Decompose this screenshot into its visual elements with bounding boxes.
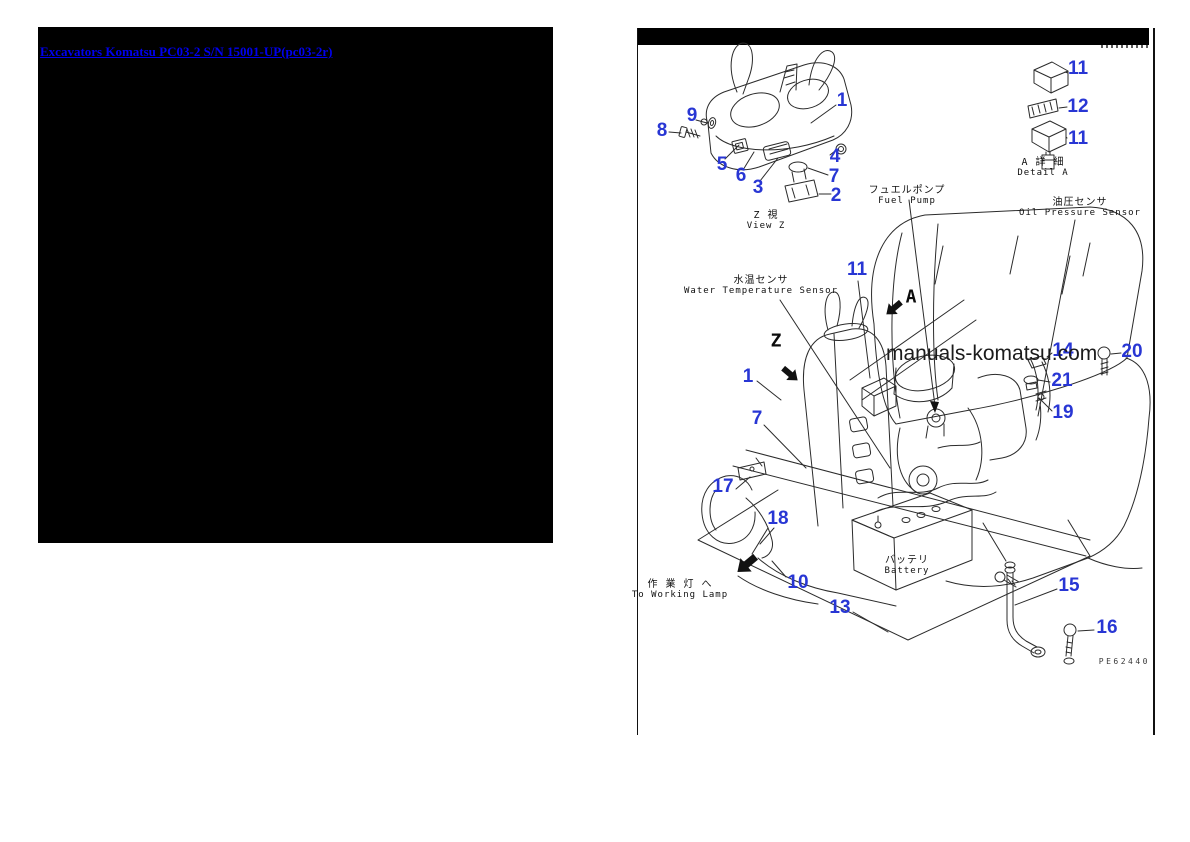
part-callout-7: 7 (828, 166, 840, 187)
part-callout-19: 19 (1052, 402, 1074, 423)
part-callout-4: 4 (829, 146, 841, 167)
part-callout-12: 12 (1067, 96, 1089, 117)
parts-drawing (668, 42, 1151, 665)
view-z-arrow (781, 365, 798, 381)
console-assembly (668, 42, 853, 203)
part-callout-8: 8 (656, 120, 668, 141)
part-callout-6: 6 (735, 165, 747, 186)
part-callout-17: 17 (712, 476, 734, 497)
view-marker-a: A (905, 286, 917, 308)
scan-artifact-ticks (1101, 45, 1151, 48)
part-callout-9: 9 (686, 105, 698, 126)
part-callout-1: 1 (836, 90, 848, 111)
part-callout-3: 3 (752, 177, 764, 198)
part-callout-1: 1 (742, 366, 754, 387)
part-callout-11: 11 (1067, 58, 1089, 79)
machine-assembly (697, 206, 1151, 665)
model-link[interactable]: Excavators Komatsu PC03-2 S/N 15001-UP(p… (40, 44, 333, 59)
part-callout-14: 14 (1052, 340, 1074, 361)
part-callout-15: 15 (1058, 575, 1080, 596)
left-image-placeholder (38, 27, 553, 543)
part-callout-21: 21 (1051, 370, 1073, 391)
part-callout-16: 16 (1096, 617, 1118, 638)
watermark: manuals-komatsu.com (886, 342, 1098, 365)
part-callout-11: 11 (846, 259, 868, 280)
detail-a-arrow (886, 299, 903, 315)
view-arrows (737, 299, 939, 573)
fuel-pump-arrowhead (930, 401, 939, 413)
part-callout-7: 7 (751, 408, 763, 429)
part-callout-5: 5 (716, 154, 728, 175)
view-marker-z: Z (770, 330, 782, 352)
detail-a-assembly (1027, 61, 1069, 170)
leader-lines (735, 199, 1122, 633)
part-callout-13: 13 (829, 597, 851, 618)
part-callout-18: 18 (767, 508, 789, 529)
part-callout-2: 2 (830, 185, 842, 206)
working-lamp-arrow (737, 553, 759, 573)
diagram-top-bar (638, 28, 1149, 45)
part-callout-10: 10 (787, 572, 809, 593)
drawing-code: PE62440 (1098, 657, 1150, 666)
part-callout-11: 11 (1067, 128, 1089, 149)
part-callout-20: 20 (1121, 341, 1143, 362)
